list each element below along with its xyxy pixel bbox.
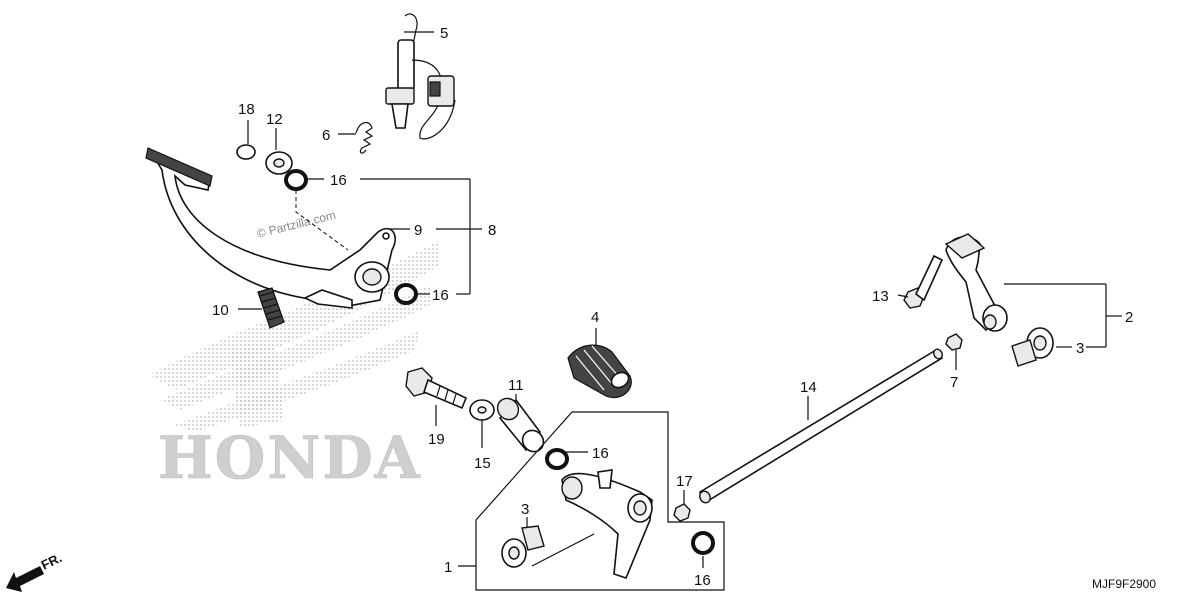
joint-part-3-lower — [501, 525, 545, 568]
callout-3-upper: 3 — [1076, 340, 1084, 357]
callout-19: 19 — [428, 431, 445, 448]
callout-3-lower: 3 — [521, 501, 529, 518]
honda-logo-text: HONDA — [158, 424, 422, 492]
callout-1: 1 — [444, 559, 452, 576]
nut-part-17 — [673, 503, 691, 522]
callout-16-upper: 16 — [330, 172, 347, 189]
callout-8: 8 — [488, 222, 496, 239]
callout-5: 5 — [440, 25, 448, 42]
callout-18: 18 — [238, 101, 255, 118]
spring-part-6 — [355, 122, 374, 154]
pedal-return-spring — [257, 287, 285, 329]
callout-11: 11 — [508, 377, 524, 394]
callout-2: 2 — [1125, 309, 1133, 326]
callout-13: 13 — [872, 288, 889, 305]
bolt-part-19 — [405, 367, 468, 410]
shift-arm-part-2 — [944, 233, 1008, 332]
callout-labels: 5 6 18 12 16 9 8 16 10 4 11 19 15 16 3 1… — [212, 25, 1133, 589]
direction-label: FR. — [39, 550, 64, 573]
brake-pedal — [145, 147, 396, 309]
callout-7: 7 — [950, 374, 958, 391]
shift-rubber-part-4 — [567, 344, 632, 399]
callout-16-pedal: 16 — [432, 287, 449, 304]
tie-rod-part-14 — [698, 348, 944, 504]
callout-15: 15 — [474, 455, 491, 472]
callout-17: 17 — [676, 473, 693, 490]
circlip-part-18 — [236, 144, 256, 160]
callout-14: 14 — [800, 379, 817, 396]
leader-joint — [531, 533, 595, 567]
callout-10: 10 — [212, 302, 229, 319]
shift-pedal-assembly — [561, 469, 653, 579]
callout-12: 12 — [266, 111, 283, 128]
oil-seal-part-16-lower — [691, 531, 715, 555]
brake-light-switch — [385, 13, 456, 140]
callout-6: 6 — [322, 127, 330, 144]
oil-seal-part-16-middle — [545, 448, 569, 470]
callout-9: 9 — [414, 222, 422, 239]
collar-part-11 — [496, 397, 545, 453]
callout-4: 4 — [591, 309, 599, 326]
callout-16-middle: 16 — [592, 445, 609, 462]
joint-part-3-upper — [1011, 327, 1054, 367]
callout-16-lower: 16 — [694, 572, 711, 589]
leader-lines — [238, 31, 1122, 591]
bolt-part-13 — [903, 254, 944, 309]
diagram-code: MJF9F2900 — [1092, 577, 1156, 591]
front-direction-arrow: FR. — [6, 550, 64, 592]
nut-part-7 — [945, 333, 963, 351]
oil-seal-part-16-upper — [284, 169, 308, 191]
